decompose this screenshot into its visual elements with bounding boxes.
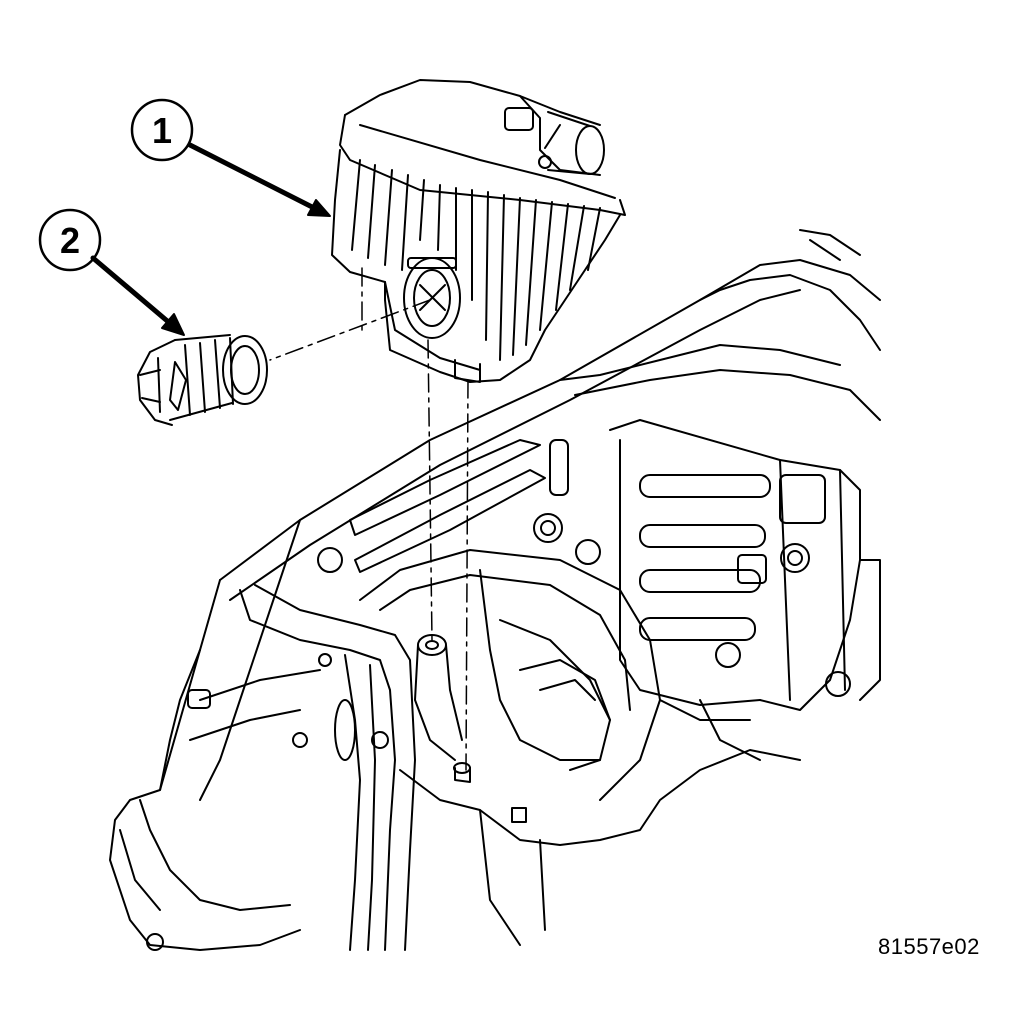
vehicle-body-structure [109, 229, 881, 951]
air-cleaner-housing [331, 79, 626, 383]
guide-line-duct [269, 299, 431, 361]
guide-line-vertical-1 [465, 379, 469, 771]
callout-2-bubble [38, 208, 102, 272]
guide-line-vertical-2 [427, 339, 433, 641]
callout-1 [130, 98, 331, 217]
callout-1-bubble [130, 98, 194, 162]
figure-id: 81557e02 [878, 934, 980, 959]
callout-2 [38, 208, 185, 336]
callout-1-leader [187, 142, 321, 213]
callout-1-arrowhead [307, 199, 331, 217]
resonator-duct [137, 334, 268, 426]
callout-1-label: 1 [152, 110, 172, 151]
callout-2-label: 2 [60, 220, 80, 261]
callout-2-arrowhead [161, 313, 185, 336]
callout-2-leader [90, 255, 175, 328]
assembly-guide-lines [269, 267, 469, 771]
